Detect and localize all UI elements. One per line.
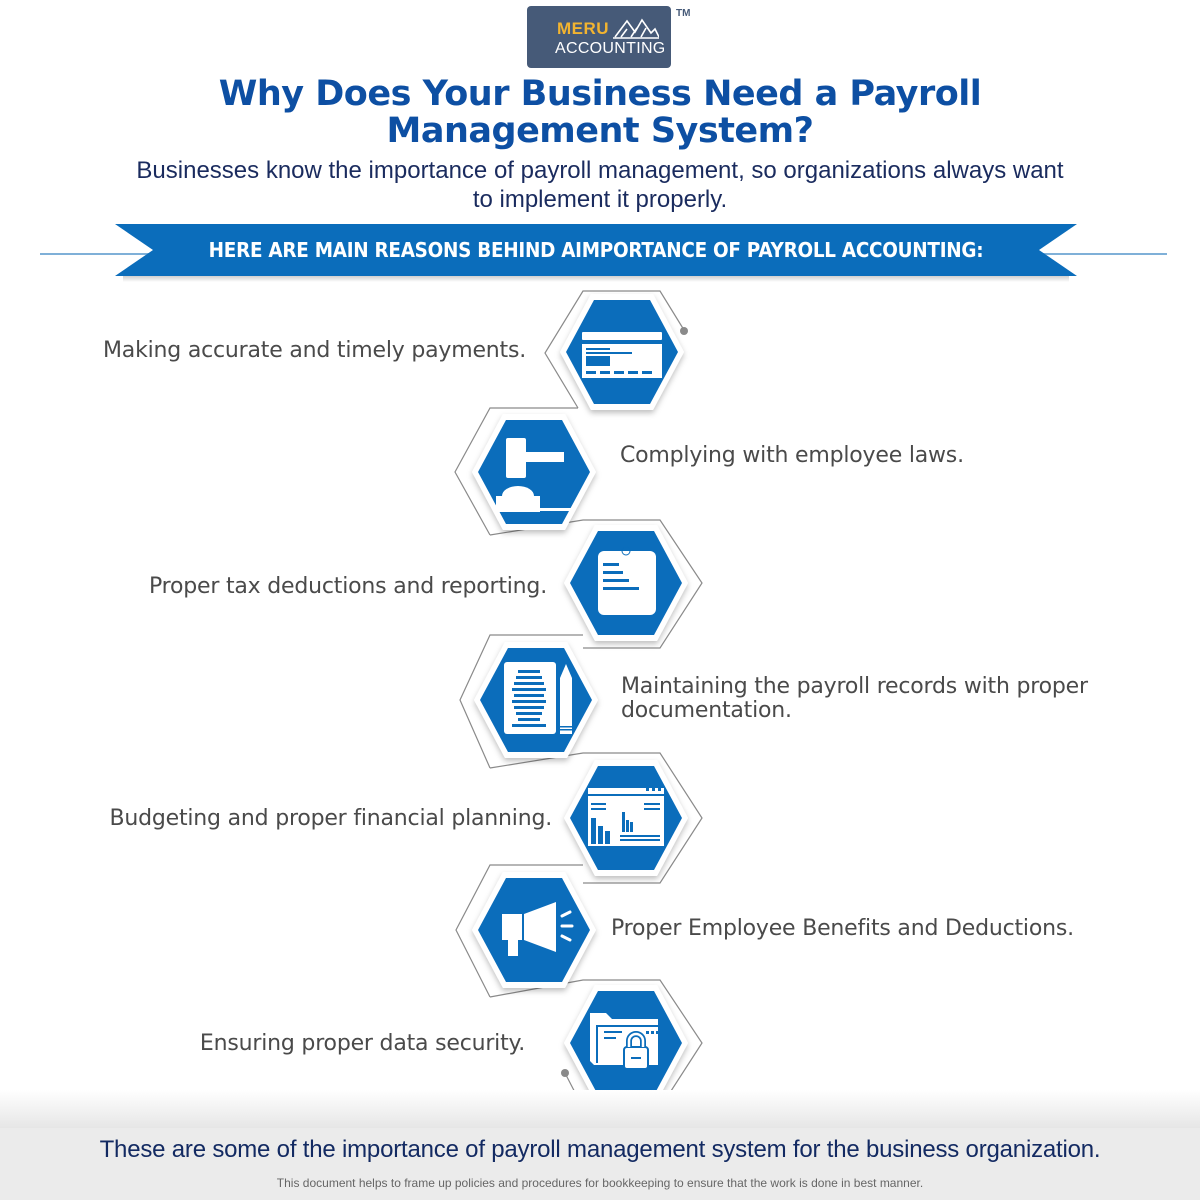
banner-right-line: [1040, 253, 1167, 255]
footer-note: This document helps to frame up policies…: [276, 1176, 924, 1190]
mountain-icon: [613, 18, 659, 39]
tax-note-icon: [564, 525, 688, 641]
trademark-mark: TM: [676, 8, 691, 19]
reason-4-line-2: documentation.: [621, 698, 792, 723]
logo-brand-top: MERU: [557, 19, 610, 38]
reason-6-label: Proper Employee Benefits and Deductions.: [611, 916, 1074, 941]
section-banner-ribbon: [115, 224, 1077, 282]
reason-7-label: Ensuring proper data security.: [199, 1031, 525, 1056]
reason-5-label: Budgeting and proper financial planning.: [109, 806, 552, 831]
reason-2-label: Complying with employee laws.: [620, 443, 964, 468]
megaphone-icon: [472, 872, 596, 988]
subtitle-line-2: to implement it properly.: [472, 186, 728, 213]
secure-folder-icon: [564, 985, 688, 1101]
title-line-1: Why Does Your Business Need a Payroll: [218, 74, 982, 114]
footer-band: [0, 1128, 1200, 1200]
gavel-icon: [472, 414, 596, 530]
reason-4-line-1: Maintaining the payroll records with pro…: [621, 674, 1088, 699]
page-title: Why Does Your Business Need a Payroll Ma…: [0, 76, 1200, 150]
footer-conclusion: These are some of the importance of payr…: [99, 1136, 1101, 1163]
company-logo: MERU ACCOUNTING: [527, 6, 671, 68]
reason-3-label: Proper tax deductions and reporting.: [148, 574, 547, 599]
document-pencil-icon: [474, 642, 598, 758]
reason-4-label: Maintaining the payroll records with pro…: [621, 675, 1181, 723]
logo-brand-bottom: ACCOUNTING: [555, 40, 666, 57]
title-line-2: Management System?: [386, 111, 814, 151]
reason-1-label: Making accurate and timely payments.: [103, 338, 526, 363]
subtitle-line-1: Businesses know the importance of payrol…: [136, 157, 1064, 184]
banner-text: HERE ARE MAIN REASONS BEHIND AIMPORTANCE…: [208, 238, 984, 262]
banner-left-line: [40, 253, 155, 255]
page-subtitle: Businesses know the importance of payrol…: [60, 156, 1140, 214]
footer-shadow: [0, 1090, 1200, 1128]
financial-chart-icon: [564, 760, 688, 876]
payment-card-icon: [560, 294, 684, 410]
